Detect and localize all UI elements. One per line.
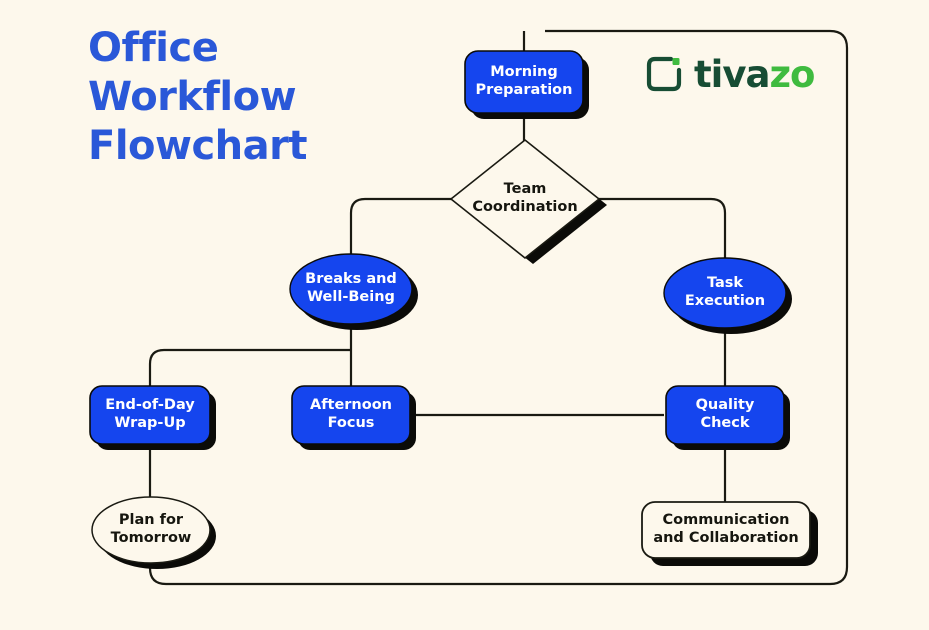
node-team-coordination[interactable] bbox=[449, 138, 607, 264]
node-quality-check[interactable] bbox=[665, 385, 790, 450]
node-morning-preparation[interactable] bbox=[464, 50, 589, 119]
node-task-execution[interactable] bbox=[663, 257, 792, 334]
brand-logo: tivazo bbox=[645, 52, 815, 96]
node-end-of-day-wrap-up[interactable] bbox=[89, 385, 216, 450]
node-communication-collaboration[interactable] bbox=[641, 501, 818, 566]
brand-wordmark: tivazo bbox=[694, 52, 815, 96]
brand-wordmark-part1: tiva bbox=[694, 52, 770, 96]
brand-wordmark-part2: zo bbox=[769, 52, 815, 96]
node-afternoon-focus[interactable] bbox=[291, 385, 416, 450]
node-breaks-well-being[interactable] bbox=[289, 253, 418, 330]
frame-border bbox=[148, 29, 849, 586]
edge-team-task bbox=[598, 197, 727, 259]
edge-team-breaks bbox=[349, 197, 452, 255]
tivazo-square-mark-icon bbox=[645, 55, 683, 93]
node-plan-for-tomorrow[interactable] bbox=[91, 496, 216, 569]
edge-breaks-endofday bbox=[148, 348, 351, 387]
page-title: Office Workflow Flowchart bbox=[88, 25, 308, 169]
